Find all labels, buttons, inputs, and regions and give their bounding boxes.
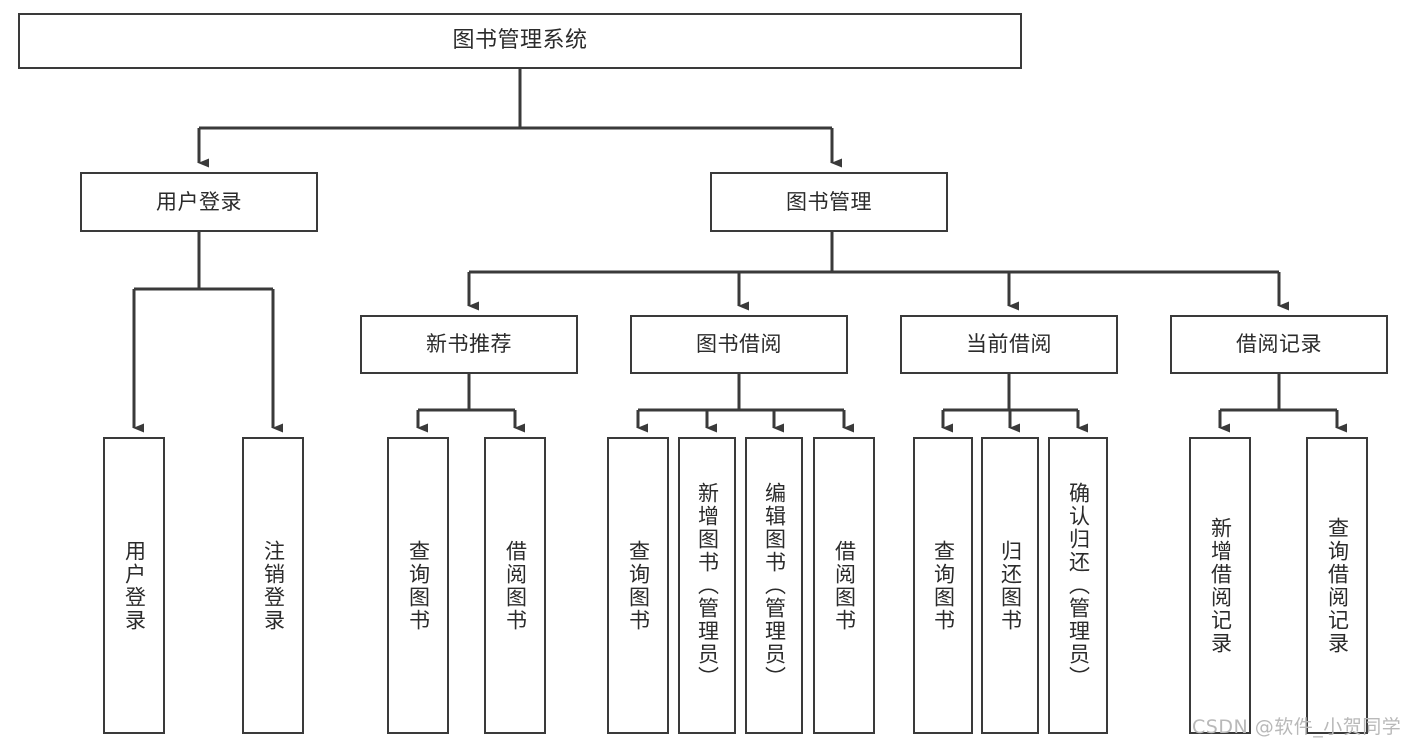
node-leaf-confirm-return-admin[interactable]: 确认归还（管理员） <box>1048 437 1108 734</box>
node-label: 借阅图书 <box>503 539 528 632</box>
node-leaf-borrow-book-nbr[interactable]: 借阅图书 <box>484 437 546 734</box>
node-label: 注销登录 <box>261 539 286 632</box>
node-label: 查询图书 <box>626 539 651 632</box>
node-borrow-record[interactable]: 借阅记录 <box>1170 315 1388 374</box>
node-label: 借阅图书 <box>832 539 857 632</box>
node-leaf-add-borrow-record[interactable]: 新增借阅记录 <box>1189 437 1251 734</box>
node-label: 用户登录 <box>156 189 242 214</box>
node-current-borrow[interactable]: 当前借阅 <box>900 315 1118 374</box>
node-label: 新书推荐 <box>426 332 512 357</box>
node-label: 图书借阅 <box>696 332 782 357</box>
node-label: 当前借阅 <box>966 332 1052 357</box>
node-label: 查询借阅记录 <box>1325 516 1350 655</box>
node-leaf-query-book-bb[interactable]: 查询图书 <box>607 437 669 734</box>
node-leaf-borrow-book-bb[interactable]: 借阅图书 <box>813 437 875 734</box>
node-leaf-query-borrow-record[interactable]: 查询借阅记录 <box>1306 437 1368 734</box>
node-label: 用户登录 <box>122 539 147 632</box>
node-leaf-edit-book-admin[interactable]: 编辑图书（管理员） <box>745 437 803 734</box>
node-user-login[interactable]: 用户登录 <box>80 172 318 232</box>
node-root-system[interactable]: 图书管理系统 <box>18 13 1022 69</box>
node-new-book-recommend[interactable]: 新书推荐 <box>360 315 578 374</box>
node-leaf-user-login[interactable]: 用户登录 <box>103 437 165 734</box>
node-book-borrow[interactable]: 图书借阅 <box>630 315 848 374</box>
node-leaf-add-book-admin[interactable]: 新增图书（管理员） <box>678 437 736 734</box>
node-label: 归还图书 <box>998 539 1023 632</box>
node-leaf-return-book[interactable]: 归还图书 <box>981 437 1039 734</box>
node-label: 查询图书 <box>406 539 431 632</box>
node-label: 图书管理 <box>786 189 872 214</box>
node-leaf-logout[interactable]: 注销登录 <box>242 437 304 734</box>
node-leaf-query-book-nbr[interactable]: 查询图书 <box>387 437 449 734</box>
node-label: 借阅记录 <box>1236 332 1322 357</box>
node-label: 新增借阅记录 <box>1208 516 1233 655</box>
watermark-text: CSDN @软件_小贺同学 <box>1192 716 1402 738</box>
node-label: 确认归还（管理员） <box>1066 482 1091 689</box>
node-label: 查询图书 <box>931 539 956 632</box>
node-label: 编辑图书（管理员） <box>762 482 787 689</box>
node-leaf-query-book-cb[interactable]: 查询图书 <box>913 437 973 734</box>
node-label: 新增图书（管理员） <box>695 482 720 689</box>
node-label: 图书管理系统 <box>452 28 588 54</box>
node-book-management[interactable]: 图书管理 <box>710 172 948 232</box>
